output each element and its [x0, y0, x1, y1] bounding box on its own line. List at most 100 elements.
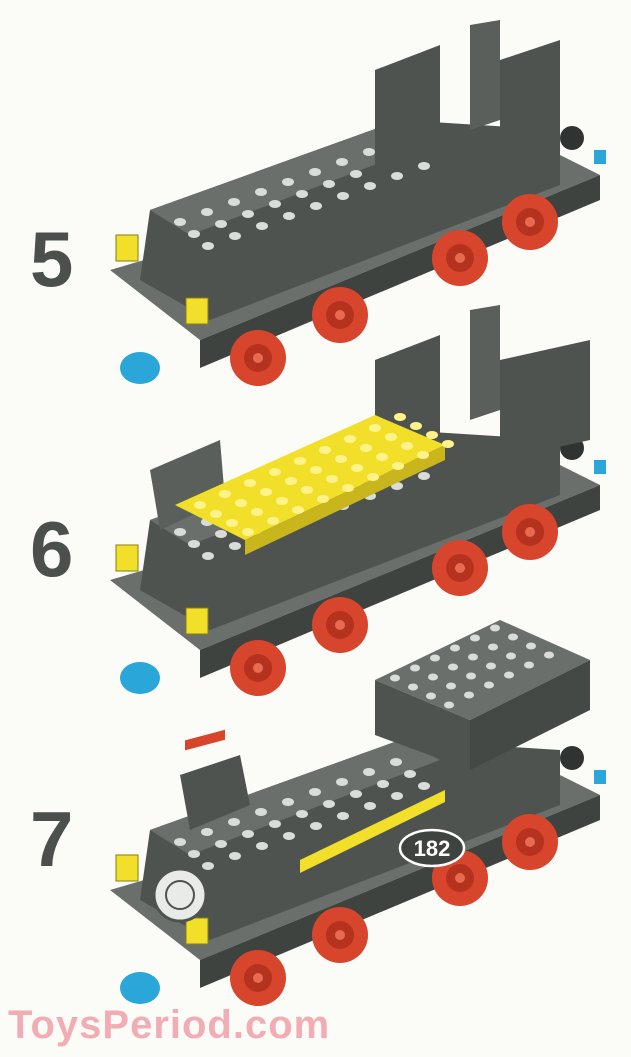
stud	[282, 798, 294, 806]
stud	[310, 822, 322, 830]
stud	[391, 792, 403, 800]
wheel-axle	[525, 217, 535, 227]
yellow-stud	[317, 495, 329, 503]
roof-stud	[508, 633, 518, 641]
yellow-stud	[260, 488, 272, 496]
yellow-stud	[342, 484, 354, 492]
yellow-stud	[385, 433, 397, 441]
stud	[201, 828, 213, 836]
wheel-axle	[455, 563, 465, 573]
front-coupler	[120, 352, 160, 384]
stud	[269, 200, 281, 208]
wheel-axle	[525, 837, 535, 847]
roof-stud	[526, 642, 536, 650]
yellow-stud	[326, 475, 338, 483]
lamp	[185, 917, 209, 945]
stud	[202, 552, 214, 560]
roof-stud	[426, 692, 436, 700]
smokestack	[180, 729, 250, 830]
yellow-stud	[376, 453, 388, 461]
stud	[269, 820, 281, 828]
rear-coupler	[594, 460, 606, 474]
roof-stud	[448, 663, 458, 671]
yellow-stripe	[300, 790, 445, 873]
roof-stud	[506, 652, 516, 660]
roof-stud	[504, 671, 514, 679]
wheel-axle	[455, 253, 465, 263]
stud	[229, 852, 241, 860]
wheel-axle	[335, 310, 345, 320]
stud	[309, 788, 321, 796]
wheel-axle	[335, 620, 345, 630]
roof-stud	[464, 691, 474, 699]
stud	[256, 842, 268, 850]
stud	[256, 222, 268, 230]
step-number-7: 7	[30, 795, 74, 883]
stud	[229, 232, 241, 240]
stud	[364, 802, 376, 810]
yellow-stud	[426, 431, 438, 439]
stud	[228, 198, 240, 206]
yellow-stud	[369, 424, 381, 432]
yellow-stud	[310, 466, 322, 474]
stud	[202, 242, 214, 250]
yellow-stud	[401, 442, 413, 450]
stud	[174, 528, 186, 536]
stud	[337, 812, 349, 820]
yellow-stud	[226, 519, 238, 527]
yellow-stud	[344, 435, 356, 443]
yellow-stud	[292, 506, 304, 514]
yellow-stud	[360, 444, 372, 452]
yellow-stud	[235, 499, 247, 507]
chassis-side	[200, 795, 600, 988]
stud	[296, 810, 308, 818]
stud	[174, 838, 186, 846]
yellow-stud	[394, 413, 406, 421]
roof-stud	[446, 682, 456, 690]
wheel-axle	[253, 353, 263, 363]
roof-stud	[544, 651, 554, 659]
yellow-stud	[319, 446, 331, 454]
stud	[283, 212, 295, 220]
stud	[336, 778, 348, 786]
rear-coupler	[594, 770, 606, 784]
stud	[418, 472, 430, 480]
rear-round-brick	[560, 746, 584, 770]
yellow-stud	[351, 464, 363, 472]
roof-stud	[444, 701, 454, 709]
wheel-axle	[253, 663, 263, 673]
step5-cab-walls	[375, 20, 560, 175]
step-number-5: 5	[30, 215, 74, 303]
wheel-axle	[455, 873, 465, 883]
stud	[228, 818, 240, 826]
roof-stud	[486, 662, 496, 670]
yellow-stud	[210, 510, 222, 518]
stud	[323, 180, 335, 188]
roof-stud	[470, 634, 480, 642]
stud	[336, 158, 348, 166]
stud	[364, 182, 376, 190]
stud	[282, 178, 294, 186]
yellow-stud	[294, 457, 306, 465]
roof-stud	[466, 672, 476, 680]
watermark: ToysPeriod.com	[8, 1003, 331, 1047]
lamp	[115, 544, 139, 572]
chassis-side	[200, 175, 600, 368]
yellow-stud	[242, 528, 254, 536]
step-number-6: 6	[30, 505, 74, 593]
yellow-stud	[194, 501, 206, 509]
stud	[215, 840, 227, 848]
roof-stud	[428, 673, 438, 681]
front-coupler	[120, 972, 160, 1004]
stud	[418, 162, 430, 170]
yellow-plate	[175, 413, 454, 555]
stud	[404, 770, 416, 778]
locomotive-number: 182	[414, 836, 451, 861]
stud	[350, 790, 362, 798]
lamp	[185, 607, 209, 635]
roof-stud	[524, 661, 534, 669]
yellow-stud	[276, 497, 288, 505]
yellow-stud	[219, 490, 231, 498]
stud	[188, 850, 200, 858]
train-step-5	[110, 120, 606, 386]
